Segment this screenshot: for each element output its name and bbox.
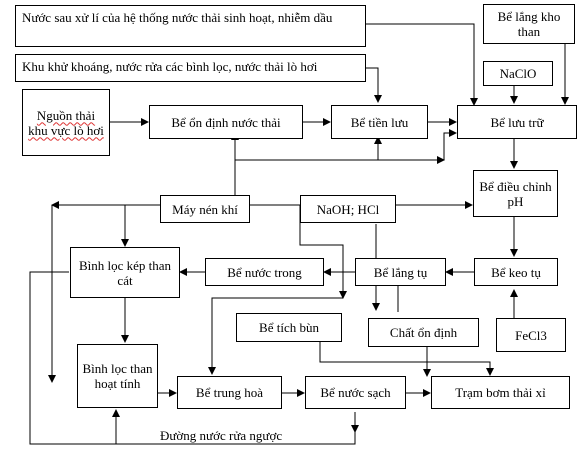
clean-water-tank-label: Bể nước sạch <box>320 385 391 400</box>
neutralization-tank-box: Bể trung hoà <box>177 376 282 409</box>
dual-filter-label: Bình lọc kép than cát <box>78 257 172 288</box>
naclo-box: NaClO <box>483 61 553 86</box>
arrow-wastewater-to-storage <box>366 23 478 106</box>
arrow-settling-to-neutralization <box>208 297 343 375</box>
boiler-source-box: Nguồn thải khu vực lò hơi <box>22 89 110 156</box>
stabilizer-box: Chất ổn định <box>368 318 479 347</box>
pre-storage-tank-box: Bể tiền lưu <box>331 105 428 139</box>
clear-water-tank-label: Bể nước trong <box>227 264 302 280</box>
ph-adjust-tank-box: Bể điều chỉnh pH <box>473 170 558 217</box>
ph-adjust-tank-label: Bể điều chỉnh pH <box>479 178 552 209</box>
backwash-label: Đường nước rửa ngược <box>160 428 282 444</box>
storage-tank-label: Bể lưu trữ <box>490 114 544 130</box>
arrow-air-right <box>250 204 347 299</box>
wastewater-source-box: Nước sau xử lí của hệ thống nước thải si… <box>15 5 366 47</box>
naclo-label: NaClO <box>499 66 537 81</box>
arrow-air-to-prestorage <box>235 136 382 161</box>
carbon-filter-label: Bình lọc than hoạt tính <box>82 361 153 391</box>
stabilization-tank-label: Bể ổn định nước thải <box>171 114 281 130</box>
settling-tank-label: Bể lắng tụ <box>373 264 428 280</box>
air-compressor-label: Máy nén khí <box>172 201 238 217</box>
arrow-sludge-to-slag <box>319 342 494 376</box>
stabilization-tank-box: Bể ổn định nước thải <box>149 105 303 139</box>
demineral-source-label: Khu khử khoáng, nước rửa các bình lọc, n… <box>22 59 318 74</box>
carbon-filter-box: Bình lọc than hoạt tính <box>77 344 158 408</box>
fecl3-label: FeCl3 <box>515 327 547 343</box>
clear-water-tank-box: Bể nước trong <box>205 258 324 286</box>
arrow-air-to-dualfilter <box>121 204 160 247</box>
storage-tank-box: Bể lưu trữ <box>457 105 577 139</box>
fecl3-box: FeCl3 <box>496 318 566 352</box>
naoh-hcl-label: NaOH; HCl <box>316 201 380 217</box>
neutralization-tank-label: Bể trung hoà <box>195 385 264 400</box>
wastewater-source-label: Nước sau xử lí của hệ thống nước thải si… <box>22 10 333 25</box>
backwash-text: Đường nước rửa ngược <box>160 428 283 443</box>
coagulation-tank-box: Bể keo tụ <box>474 258 558 286</box>
demineral-source-box: Khu khử khoáng, nước rửa các bình lọc, n… <box>15 54 366 82</box>
boiler-source-label: Nguồn thải khu vực lò hơi <box>28 107 104 138</box>
coal-settling-tank-label: Bể lắng kho than <box>497 9 561 39</box>
slag-pump-box: Trạm bơm thải xỉ <box>431 376 570 409</box>
pre-storage-tank-label: Bể tiền lưu <box>350 114 409 130</box>
stabilizer-label: Chất ổn định <box>389 325 458 340</box>
sludge-tank-box: Bể tích bùn <box>236 313 342 342</box>
air-compressor-box: Máy nén khí <box>160 195 250 223</box>
clean-water-tank-box: Bể nước sạch <box>305 376 406 409</box>
naoh-hcl-box: NaOH; HCl <box>300 195 396 223</box>
sludge-tank-label: Bể tích bùn <box>259 320 319 335</box>
settling-tank-box: Bể lắng tụ <box>355 258 446 286</box>
coagulation-tank-label: Bể keo tụ <box>491 264 541 280</box>
arrow-demineral-to-prestorage <box>366 67 382 103</box>
coal-settling-tank-box: Bể lắng kho than <box>483 4 575 44</box>
dual-filter-box: Bình lọc kép than cát <box>70 247 180 298</box>
slag-pump-label: Trạm bơm thải xỉ <box>455 385 546 400</box>
